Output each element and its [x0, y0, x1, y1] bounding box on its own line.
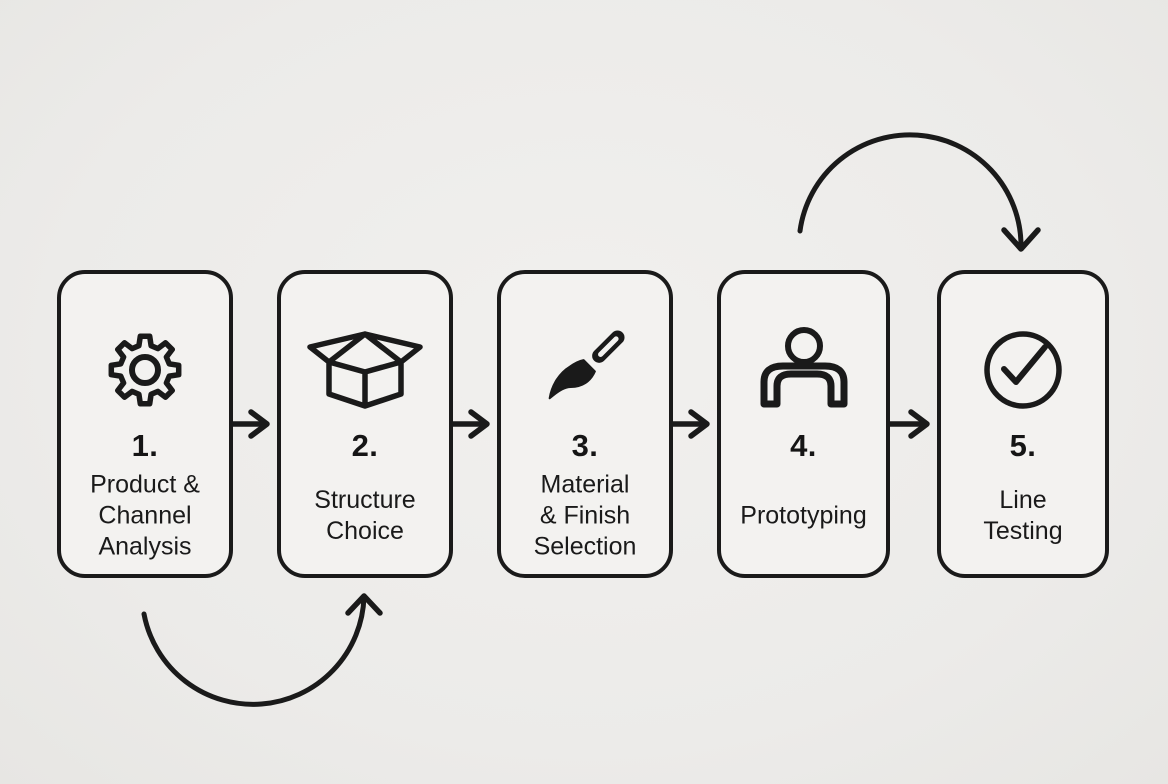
open-box-icon [307, 331, 423, 409]
person-icon [760, 327, 847, 408]
step-title: Product & Channel Analysis [90, 470, 200, 561]
step-title: Structure Choice [314, 486, 416, 545]
step-number: 2. [351, 428, 379, 463]
step-card-2: 2. Structure Choice [277, 270, 453, 578]
step-title: Material & Finish Selection [533, 470, 637, 561]
step-title: Line Testing [983, 486, 1063, 545]
step-card-4: 4. Prototyping [717, 270, 890, 578]
step-number: 4. [790, 428, 817, 463]
curved-arrow-step1-step2 [141, 593, 383, 707]
curved-arrow-step4-step5 [797, 132, 1041, 252]
step-card-5: 5. Line Testing [937, 270, 1109, 578]
check-circle-icon [984, 331, 1062, 409]
step-title: Prototyping [740, 501, 867, 530]
step-number: 5. [1009, 428, 1037, 463]
step-card-1: 1. Product & Channel Analysis [57, 270, 233, 578]
gear-icon [108, 333, 182, 407]
step-number: 3. [571, 428, 599, 463]
step-number: 1. [131, 428, 159, 463]
step-card-3: 3. Material & Finish Selection [497, 270, 673, 578]
paintbrush-icon [548, 330, 625, 400]
